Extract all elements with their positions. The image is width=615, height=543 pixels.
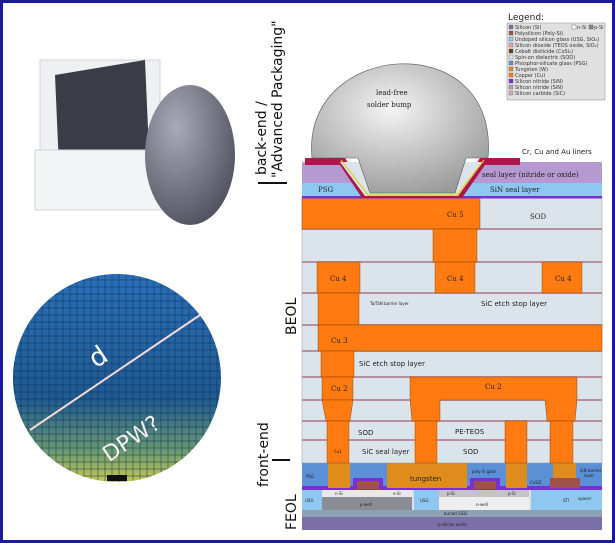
bump-label-1: lead-free — [376, 89, 408, 97]
legend-item-label: Tungsten (W) — [514, 67, 548, 73]
buried-oxide-label: buried SiO2 — [444, 511, 468, 516]
cu4-label-2: Cu 4 — [447, 275, 464, 283]
legend-item-label: Polysilicon (Poly-Si) — [515, 31, 563, 37]
spacer-label: spacer — [578, 496, 592, 501]
sod-label-mid: SOD — [358, 429, 373, 437]
chip-cross-section — [301, 63, 603, 530]
front-end-label: front-end — [256, 422, 272, 487]
psg-feol-label: PSG — [306, 474, 314, 479]
legend-swatch — [508, 48, 514, 54]
cu4-label-1: Cu 4 — [330, 275, 347, 283]
cu1-label: Cu1 — [334, 449, 342, 454]
feol-label: FEOL — [284, 494, 300, 530]
liners-label: Cr, Cu and Au liners — [522, 148, 592, 156]
usg-label-1: USG — [305, 498, 314, 503]
usg-label-2: USG — [420, 498, 429, 503]
legend-swatch — [508, 78, 514, 84]
p-si-label-1: p-Si — [447, 491, 455, 496]
legend-item-label: Undoped silicon glass (USG, SiO₂) — [515, 37, 599, 43]
legend-p-si: p-Si — [594, 25, 604, 31]
wafer-photo: d DPW? — [13, 274, 221, 482]
legend-title: Legend: — [508, 13, 544, 23]
psg-label: PSG — [318, 186, 334, 194]
legend-item-label: Silicon (Si) — [515, 25, 541, 31]
wafer-label: p-silicon wafer — [438, 522, 467, 527]
sic-etch-label-2: SiC etch stop layer — [359, 360, 425, 368]
legend-item-label: Silicon carbide (SiC) — [515, 91, 565, 97]
cosi2-label: CoSi2 — [530, 480, 542, 485]
p-si-label-2: p-Si — [508, 491, 516, 496]
seal-layer-label: seal layer (nitride or oxide) — [482, 171, 579, 179]
legend-swatch — [508, 90, 514, 96]
poly-gate-label: poly-Si gate — [472, 469, 496, 474]
legend-swatch — [508, 24, 514, 30]
sod-label-top: SOD — [530, 213, 547, 221]
pe-teos-label: PE-TEOS — [455, 428, 485, 436]
sod-label-low: SOD — [463, 448, 478, 456]
legend-item-label: Spin-on dielectric (SOD) — [515, 55, 575, 61]
legend-n-si: n-Si — [577, 25, 587, 31]
legend-swatch — [508, 72, 514, 78]
legend-item-label: Silicon dioxide (TEOS oxide, SiO₂) — [515, 43, 599, 49]
diameter-arrow — [29, 314, 201, 431]
barrier-label: Ta/TaN barrier layer — [369, 301, 409, 306]
cu5-label: Cu 5 — [447, 211, 464, 219]
n-si-label-1: n-Si — [335, 491, 343, 496]
sin-barrier-label-1: SiN barrier — [580, 468, 602, 473]
legend-item-label: Cobalt disilicide (CoSi₂) — [515, 49, 573, 55]
legend-swatch — [508, 84, 514, 90]
legend-swatch — [508, 54, 514, 60]
legend: Legend: Silicon (Si)Polysilicon (Poly-Si… — [506, 13, 606, 101]
wafer-carrier-photo — [34, 59, 235, 225]
cu2-label-1: Cu 2 — [331, 385, 348, 393]
sti-label: STI — [563, 498, 569, 503]
legend-item-label: Silicon nitride (SiN) — [515, 79, 563, 85]
legend-item-label: Copper (Cu) — [515, 73, 545, 79]
legend-swatch — [508, 66, 514, 72]
legend-item-label: Phosphor-silicate glass (PSG) — [515, 61, 587, 67]
legend-swatch — [508, 60, 514, 66]
n-si-label-2: n-Si — [393, 491, 401, 496]
n-well-label: n-well — [476, 502, 488, 507]
sic-etch-label-1: SiC etch stop layer — [481, 300, 547, 308]
cu3-label: Cu 3 — [331, 337, 348, 345]
sin-barrier-label-2: layer — [584, 473, 594, 478]
cu2-label-2: Cu 2 — [485, 383, 502, 391]
legend-swatch — [508, 30, 514, 36]
advanced-packaging-label: "Advanced Packaging" — [270, 20, 286, 178]
bump-label-2: solder bump — [367, 101, 412, 109]
legend-swatch — [508, 42, 514, 48]
solder-bump — [311, 63, 489, 194]
beol-label: BEOL — [284, 298, 300, 335]
tungsten-label: tungsten — [410, 475, 441, 483]
back-end-label: back-end / — [254, 101, 270, 175]
cu4-label-3: Cu 4 — [555, 275, 572, 283]
p-well-label: p-well — [360, 502, 372, 507]
legend-item-label: Silicon nitride (SiN) — [515, 85, 563, 91]
sic-seal-label: SiC seal layer — [362, 448, 410, 456]
sin-seal-label: SiN seal layer — [490, 186, 540, 194]
legend-swatch — [508, 36, 514, 42]
